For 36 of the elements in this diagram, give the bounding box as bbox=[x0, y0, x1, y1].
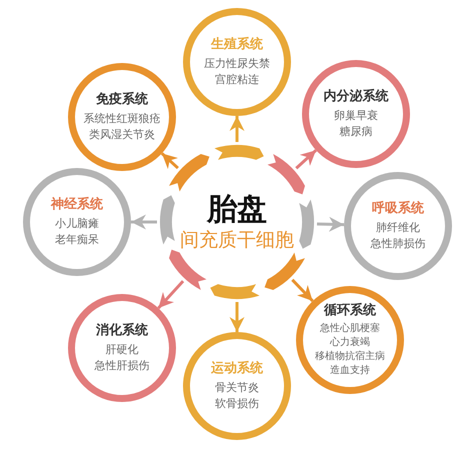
disease-name: 造血支持 bbox=[330, 364, 370, 378]
disease-name: 系统性红斑狼疮 bbox=[84, 111, 160, 127]
disease-name: 宫腔粘连 bbox=[215, 72, 259, 88]
disease-name: 骨关节炎 bbox=[215, 380, 259, 396]
arrow bbox=[291, 278, 314, 302]
system-title: 呼吸系统 bbox=[372, 200, 424, 218]
disease-name: 卵巢早衰 bbox=[334, 108, 378, 124]
arrow bbox=[131, 214, 157, 230]
disease-name: 移植物抗宿主病 bbox=[315, 350, 385, 364]
disease-name: 肺纤维化 bbox=[376, 220, 420, 236]
arrow bbox=[295, 149, 318, 170]
arrow bbox=[230, 302, 244, 332]
center-title: 胎盘 bbox=[207, 192, 267, 228]
arrow bbox=[160, 152, 179, 170]
disease-name: 小儿脑瘫 bbox=[55, 216, 99, 232]
arrow bbox=[230, 116, 244, 142]
system-title: 内分泌系统 bbox=[324, 88, 388, 106]
disease-name: 心力衰竭 bbox=[330, 336, 370, 350]
disease-name: 急性心肌梗塞 bbox=[320, 322, 380, 336]
disease-name: 软骨损伤 bbox=[215, 396, 259, 412]
disease-name: 急性肺损伤 bbox=[370, 236, 426, 252]
center-subtitle: 间充质干细胞 bbox=[180, 228, 294, 252]
system-title: 免疫系统 bbox=[96, 91, 148, 109]
disease-name: 急性肝损伤 bbox=[94, 358, 150, 374]
arrow bbox=[316, 216, 344, 232]
system-title: 循环系统 bbox=[324, 302, 376, 320]
disease-name: 老年痴呆 bbox=[55, 232, 99, 248]
disease-name: 压力性尿失禁 bbox=[204, 56, 270, 72]
arrow bbox=[157, 280, 184, 310]
disease-name: 类风湿关节炎 bbox=[89, 127, 155, 143]
system-title: 运动系统 bbox=[211, 360, 263, 378]
system-title: 神经系统 bbox=[51, 196, 103, 214]
system-title: 消化系统 bbox=[96, 322, 148, 340]
disease-name: 糖尿病 bbox=[340, 124, 372, 140]
disease-name: 肝硬化 bbox=[106, 342, 138, 358]
system-title: 生殖系统 bbox=[211, 36, 263, 54]
